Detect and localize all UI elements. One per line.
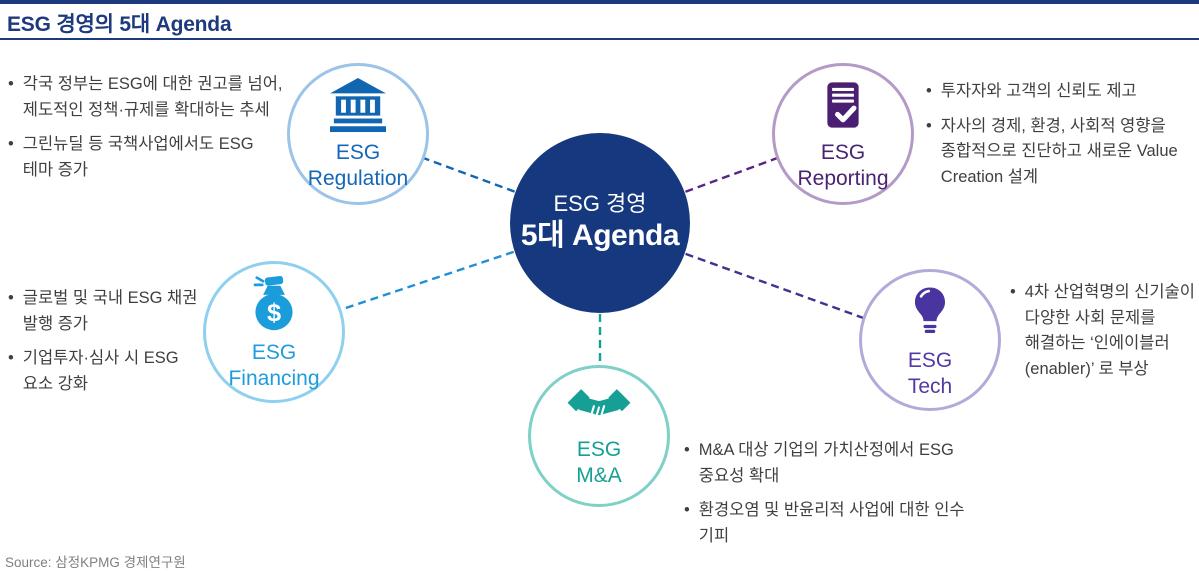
bullet-item: 자사의 경제, 환경, 사회적 영향을 종합적으로 진단하고 새로운 Value… (926, 114, 1193, 191)
tech-bullets: 4차 산업혁명의 신기술이 다양한 사회 문제를 해결하는 ‘인에이블러(ena… (1010, 280, 1197, 391)
node-label: ESG Financing (228, 340, 320, 390)
title-divider (0, 38, 1199, 40)
center-node: ESG 경영 5대 Agenda (510, 133, 690, 313)
regulation-bullets: 각국 정부는 ESG에 대한 권고를 넘어, 제도적인 정책·규제를 확대하는 … (8, 72, 286, 192)
node-label: ESG M&A (576, 437, 622, 487)
lightbulb-icon (904, 281, 956, 341)
bullet-item: 그린뉴딜 등 국책사업에서도 ESG 테마 증가 (8, 132, 286, 183)
center-line1: ESG 경영 (553, 191, 647, 217)
bullet-item: 환경오염 및 반윤리적 사업에 대한 인수 기피 (684, 498, 974, 549)
page-title: ESG 경영의 5대 Agenda (7, 13, 232, 36)
financing-bullets: 글로벌 및 국내 ESG 채권 발행 증가 기업투자·심사 시 ESG 요소 강… (8, 286, 203, 406)
node-label: ESG Tech (907, 348, 953, 398)
source-note: Source: 삼정KPMG 경제연구원 (5, 555, 186, 570)
bullet-item: 투자자와 고객의 신뢰도 제고 (926, 79, 1193, 105)
bullet-item: 4차 산업혁명의 신기술이 다양한 사회 문제를 해결하는 ‘인에이블러(ena… (1010, 280, 1197, 382)
bullet-item: 기업투자·심사 시 ESG 요소 강화 (8, 346, 203, 397)
node-esg-reporting: ESG Reporting (772, 63, 914, 205)
node-label: ESG Reporting (797, 140, 889, 190)
node-esg-regulation: ESG Regulation (287, 63, 429, 205)
node-esg-mna: ESG M&A (528, 365, 670, 507)
mna-bullets: M&A 대상 기업의 가치산정에서 ESG 중요성 확대 환경오염 및 반윤리적… (684, 438, 974, 558)
node-label: ESG Regulation (307, 140, 409, 190)
bullet-item: 각국 정부는 ESG에 대한 권고를 넘어, 제도적인 정책·규제를 확대하는 … (8, 72, 286, 123)
bullet-item: M&A 대상 기업의 가치산정에서 ESG 중요성 확대 (684, 438, 974, 489)
handshake-icon (565, 384, 633, 430)
reporting-bullets: 투자자와 고객의 신뢰도 제고 자사의 경제, 환경, 사회적 영향을 종합적으… (926, 79, 1193, 199)
center-line2: 5대 Agenda (520, 219, 680, 253)
money-bag-icon: $ (245, 273, 303, 333)
bullet-item: 글로벌 및 국내 ESG 채권 발행 증가 (8, 286, 203, 337)
top-divider (0, 0, 1199, 4)
svg-text:$: $ (267, 299, 281, 327)
report-icon (818, 77, 868, 133)
node-esg-tech: ESG Tech (859, 269, 1001, 411)
bank-icon (327, 77, 389, 133)
node-esg-financing: $ ESG Financing (203, 261, 345, 403)
